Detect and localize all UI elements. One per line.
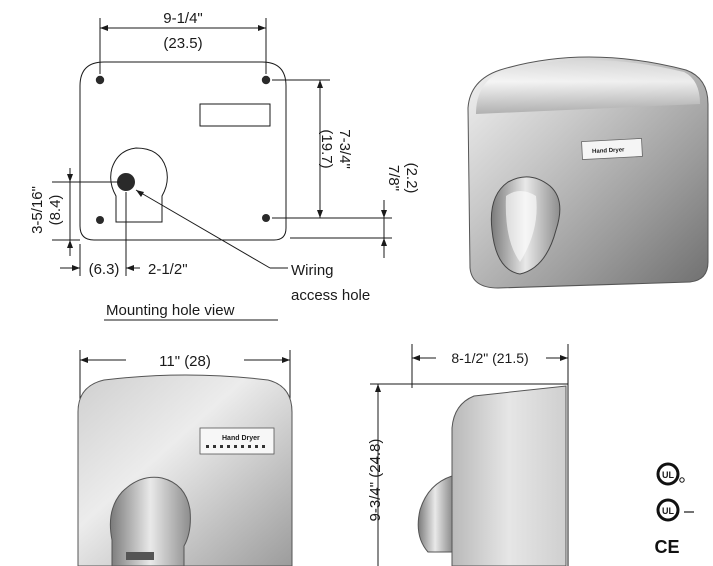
mounting-plate-outline bbox=[79, 61, 287, 241]
photo-brand-text: Hand Dryer bbox=[592, 147, 625, 155]
dryer-top-highlight bbox=[476, 60, 700, 114]
side-height-label: 9-3/4" (24.8) bbox=[367, 439, 384, 522]
front-width-label: 11" (28) bbox=[159, 353, 211, 370]
cul-listed-mark: UL bbox=[656, 462, 685, 486]
mounting-hole-view: 9-1/4" (23.5) 7-3/4" (19.7) 7/8" (2.2) 3… bbox=[29, 10, 420, 321]
mounting-hole-bottom-right bbox=[262, 214, 270, 222]
left-offset-cm: (6.3) bbox=[89, 261, 120, 278]
mounting-caption: Mounting hole view bbox=[106, 302, 235, 319]
mounting-width-cm: (23.5) bbox=[163, 35, 202, 52]
side-body bbox=[451, 385, 567, 566]
wiring-height-in: 3-5/16" bbox=[29, 186, 46, 234]
ul-listed-mark: UL bbox=[656, 498, 694, 522]
side-view: 8-1/2" (21.5) 9-3/4" (24.8) bbox=[367, 344, 569, 566]
mounting-height-cm: (19.7) bbox=[318, 129, 335, 168]
side-nozzle bbox=[417, 475, 453, 553]
hole-offset-cm: (2.2) bbox=[403, 163, 420, 194]
wiring-label-line1: Wiring bbox=[291, 262, 334, 279]
mounting-width-in: 9-1/4" bbox=[163, 10, 203, 27]
label-window bbox=[199, 103, 271, 127]
ce-mark: CE bbox=[654, 537, 679, 557]
left-offset-in: 2-1/2" bbox=[148, 261, 188, 278]
front-brand-text: Hand Dryer bbox=[222, 435, 260, 442]
mounting-hole-bottom-left bbox=[96, 216, 104, 224]
mounting-height-in: 7-3/4" bbox=[336, 129, 353, 169]
nozzle-outline bbox=[110, 147, 168, 223]
ul-mark-text: UL bbox=[662, 506, 674, 516]
wiring-height-cm: (8.4) bbox=[47, 195, 64, 226]
cul-mark-text: UL bbox=[662, 470, 674, 480]
side-depth-label: 8-1/2" (21.5) bbox=[451, 350, 528, 366]
front-nozzle bbox=[109, 476, 191, 566]
mounting-hole-top-left bbox=[95, 75, 105, 85]
wiring-access-hole bbox=[117, 173, 135, 191]
wiring-label-line2: access hole bbox=[291, 287, 370, 304]
mounting-hole-top-right bbox=[261, 75, 271, 85]
photo-brand-plate bbox=[581, 138, 643, 160]
front-view: 11" (28) Hand Dryer bbox=[77, 350, 293, 566]
front-brand-plate bbox=[199, 427, 275, 455]
certification-marks: UL UL CE bbox=[654, 462, 694, 557]
hole-offset-in: 7/8" bbox=[385, 165, 402, 191]
product-photo: Hand Dryer bbox=[467, 56, 709, 289]
